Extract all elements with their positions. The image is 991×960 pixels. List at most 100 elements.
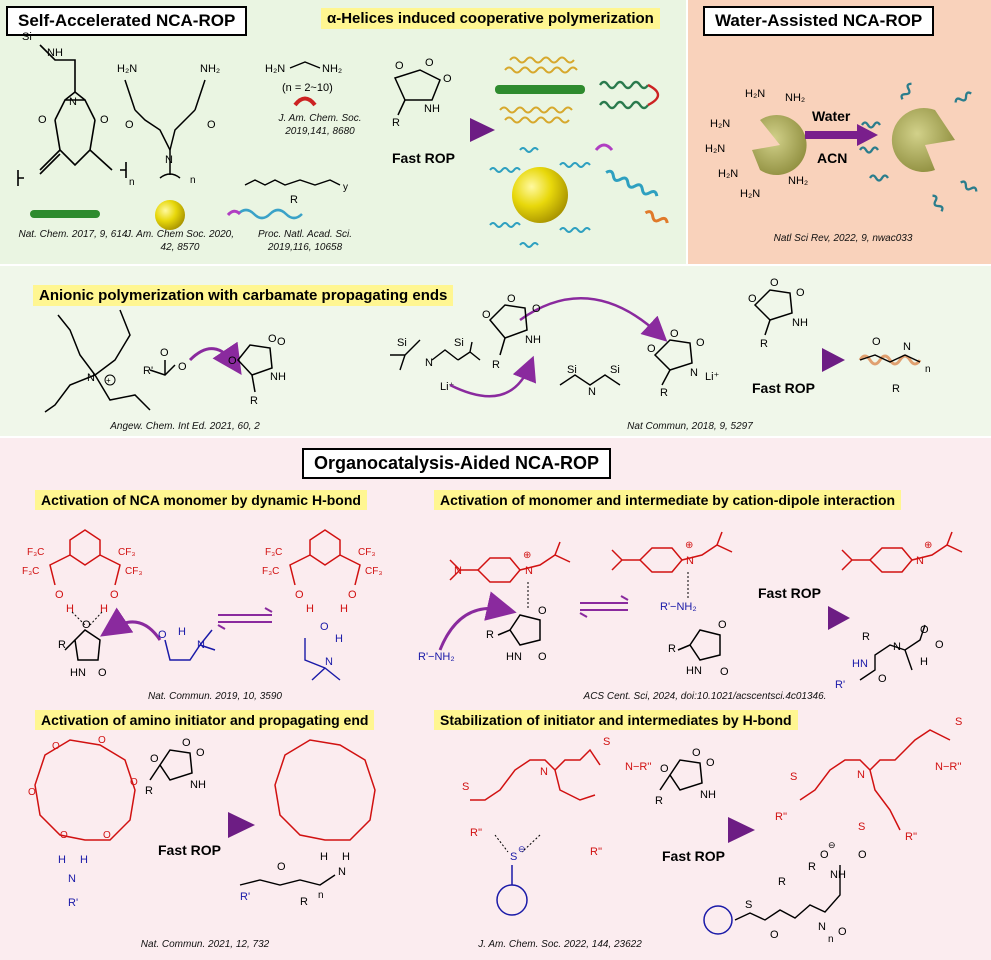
nca-monomer-top — [393, 69, 441, 116]
svg-text:O: O — [670, 328, 679, 340]
svg-text:O: O — [98, 735, 106, 746]
svg-text:R'−NH₂: R'−NH₂ — [660, 601, 697, 613]
nca-anion-structure — [653, 339, 693, 386]
svg-text:S: S — [510, 851, 517, 863]
propagating-chain-cation — [859, 624, 926, 681]
svg-text:⊕: ⊕ — [924, 540, 932, 551]
svg-text:CF₃: CF₃ — [118, 547, 135, 558]
svg-text:H₂N: H₂N — [117, 63, 137, 75]
svg-text:N: N — [197, 639, 205, 651]
svg-text:H: H — [306, 603, 314, 615]
svg-text:NH₂: NH₂ — [200, 63, 220, 75]
svg-text:CF₃: CF₃ — [125, 566, 142, 577]
water-label: Water — [812, 108, 851, 124]
crown-ether-left — [34, 739, 136, 841]
svg-text:O: O — [647, 343, 656, 355]
pacman-amine-4: H₂N — [745, 88, 766, 100]
svg-text:R'': R'' — [775, 811, 787, 823]
ref-acs-cent: ACS Cent. Sci, 2024, doi:10.1021/acscent… — [583, 691, 827, 702]
self-accelerated-panel — [0, 0, 686, 264]
svg-text:O: O — [482, 309, 491, 321]
svg-text:O: O — [98, 667, 107, 679]
svg-text:CF₃: CF₃ — [365, 566, 382, 577]
svg-text:O: O — [692, 747, 701, 759]
pacman-amine-2: H₂N — [705, 143, 726, 155]
svg-text:O: O — [443, 73, 452, 85]
svg-text:NH: NH — [424, 103, 440, 115]
svg-text:O: O — [720, 666, 729, 678]
svg-text:S: S — [603, 736, 610, 748]
svg-text:H: H — [342, 851, 350, 863]
svg-text:N−R'': N−R'' — [935, 761, 962, 773]
svg-text:N: N — [588, 386, 596, 398]
svg-text:O: O — [820, 849, 829, 861]
pacman-amine-7: NH₂ — [788, 175, 809, 187]
svg-text:R'': R'' — [590, 846, 602, 858]
dmap-cation-right — [841, 531, 963, 573]
svg-text:O: O — [935, 639, 944, 651]
svg-text:N: N — [893, 641, 901, 653]
pacman-micelle-right — [859, 82, 978, 212]
svg-text:R: R — [250, 395, 258, 407]
svg-text:n: n — [129, 177, 135, 188]
nca-monomer-thiourea — [659, 759, 703, 791]
fast-rop-label-thiourea: Fast ROP — [662, 848, 726, 864]
water-assisted-title: Water-Assisted NCA-ROP — [703, 6, 935, 36]
svg-text:F₃C: F₃C — [27, 547, 44, 558]
svg-text:O: O — [770, 929, 779, 941]
svg-text:S: S — [858, 821, 865, 833]
ref-pnas: Proc. Natl. Acad. Sci. 2019,116, 10658 — [257, 229, 353, 253]
carbamate-structure — [149, 360, 176, 376]
svg-text:N: N — [68, 873, 76, 885]
propagating-chain-thiourea — [734, 865, 841, 921]
thiourea-catalyst-right — [799, 729, 951, 831]
svg-text:R: R — [660, 387, 668, 399]
svg-text:R': R' — [835, 679, 845, 691]
svg-text:NH: NH — [190, 779, 206, 791]
helix-brush-image — [495, 56, 585, 124]
nca-monomer-crown — [149, 749, 193, 781]
svg-text:⊕: ⊕ — [685, 540, 693, 551]
svg-text:N: N — [857, 769, 865, 781]
svg-text:n: n — [828, 934, 834, 945]
self-accelerated-title: Self-Accelerated NCA-ROP — [6, 6, 248, 36]
svg-text:O: O — [182, 737, 191, 749]
svg-text:NH: NH — [700, 789, 716, 801]
stab-title: Stabilization of initiator and intermedi… — [434, 710, 798, 730]
svg-text:O: O — [38, 114, 47, 126]
svg-text:R: R — [492, 359, 500, 371]
act-amino-title: Activation of amino initiator and propag… — [35, 710, 375, 730]
svg-text:n: n — [925, 364, 931, 375]
svg-text:O: O — [55, 589, 64, 601]
svg-text:+: + — [106, 376, 111, 385]
svg-text:N: N — [87, 372, 95, 384]
svg-text:HN: HN — [70, 667, 86, 679]
svg-text:O: O — [277, 336, 286, 348]
svg-text:N: N — [165, 154, 173, 166]
svg-text:HN: HN — [852, 658, 868, 670]
svg-text:R'': R'' — [470, 827, 482, 839]
svg-text:N: N — [690, 367, 698, 379]
helix-cooperative-title: α-Helices induced cooperative polymeriza… — [321, 8, 660, 29]
pacman-amine-3: H₂N — [718, 168, 739, 180]
svg-text:Si: Si — [22, 31, 32, 43]
helix-single-image — [594, 143, 669, 224]
organocatalysis-panel — [0, 438, 991, 960]
svg-text:O: O — [52, 741, 60, 752]
svg-text:O: O — [125, 119, 134, 131]
svg-text:R: R — [655, 795, 663, 807]
svg-text:O: O — [228, 355, 237, 367]
svg-text:N: N — [686, 555, 694, 567]
svg-text:O: O — [150, 753, 159, 765]
svg-text:O: O — [395, 60, 404, 72]
svg-text:n: n — [190, 175, 196, 186]
svg-text:HN: HN — [686, 665, 702, 677]
svg-text:O: O — [538, 605, 547, 617]
yellow-nanoparticle — [155, 200, 185, 230]
fast-rop-label-anionic: Fast ROP — [752, 380, 816, 396]
nca-monomer-cation — [497, 614, 541, 646]
svg-text:N: N — [338, 866, 346, 878]
svg-text:O: O — [878, 673, 887, 685]
svg-text:R: R — [778, 876, 786, 888]
